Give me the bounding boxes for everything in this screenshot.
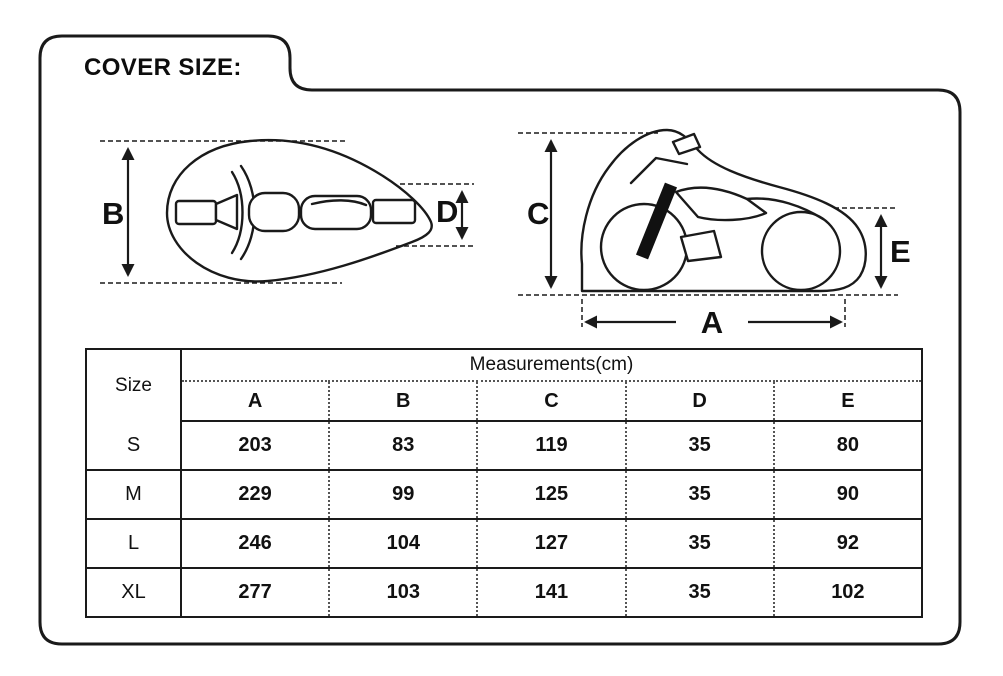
header-row-measurements: Size Measurements(cm) [86, 349, 922, 421]
mirror [671, 132, 702, 156]
size-cell: M [86, 470, 182, 520]
value-cell: 35 [624, 421, 774, 471]
bike-body [674, 186, 768, 222]
value-cell: 125 [476, 470, 626, 520]
handlebar-side [629, 156, 689, 185]
size-cell: XL [86, 568, 182, 618]
value-cell: 141 [476, 568, 626, 618]
column-header-b: B [328, 381, 478, 422]
seat-line [310, 199, 368, 207]
dimension-label-b: B [102, 196, 124, 231]
header-row-columns: A B C D E [86, 381, 922, 422]
tank-top [247, 191, 301, 233]
column-header-c: C [476, 381, 626, 422]
value-cell: 119 [476, 421, 626, 471]
size-column-header: Size [86, 349, 182, 421]
rear-wheel-top [371, 198, 417, 225]
column-header-a: A [181, 381, 330, 422]
lower-fairing [679, 229, 723, 263]
fork-top [214, 193, 239, 231]
cover-outline-top [165, 138, 433, 283]
page-title: COVER SIZE: [84, 54, 242, 81]
dimension-label-c: C [527, 196, 549, 231]
measurements-header: Measurements(cm) [181, 349, 922, 382]
value-cell: 246 [181, 519, 330, 569]
value-cell: 35 [624, 519, 774, 569]
dimension-label-d: D [436, 194, 458, 229]
seat-top [299, 194, 373, 231]
size-table: Size Measurements(cm) A B C D E S 203 83… [85, 348, 923, 618]
table-row-m: M 229 99 125 35 90 [86, 470, 922, 520]
rear-wheel-side [760, 210, 842, 292]
value-cell: 104 [328, 519, 478, 569]
column-header-e: E [772, 381, 922, 422]
value-cell: 80 [772, 421, 922, 471]
seat-tail-line [745, 197, 825, 221]
value-cell: 102 [772, 568, 922, 618]
table-row-xl: XL 277 103 141 35 102 [86, 568, 922, 618]
size-cell: L [86, 519, 182, 569]
front-fork [635, 182, 678, 260]
dimension-label-a: A [701, 305, 723, 340]
value-cell: 103 [328, 568, 478, 618]
value-cell: 229 [181, 470, 330, 520]
cover-top-view-diagram: B D [100, 138, 474, 284]
value-cell: 127 [476, 519, 626, 569]
cover-side-view-diagram: C E A [518, 128, 911, 340]
value-cell: 90 [772, 470, 922, 520]
value-cell: 35 [624, 470, 774, 520]
dimension-label-e: E [890, 234, 911, 269]
table-row-s: S 203 83 119 35 80 [86, 421, 922, 471]
handlebar-top [230, 170, 244, 255]
value-cell: 92 [772, 519, 922, 569]
value-cell: 99 [328, 470, 478, 520]
value-cell: 277 [181, 568, 330, 618]
size-cell: S [86, 421, 182, 471]
cover-outline-side [580, 128, 867, 293]
table-row-l: L 246 104 127 35 92 [86, 519, 922, 569]
column-header-d: D [624, 381, 774, 422]
value-cell: 203 [181, 421, 330, 471]
value-cell: 35 [624, 568, 774, 618]
panel-border [38, 34, 962, 646]
value-cell: 83 [328, 421, 478, 471]
front-wheel-top [174, 199, 218, 226]
